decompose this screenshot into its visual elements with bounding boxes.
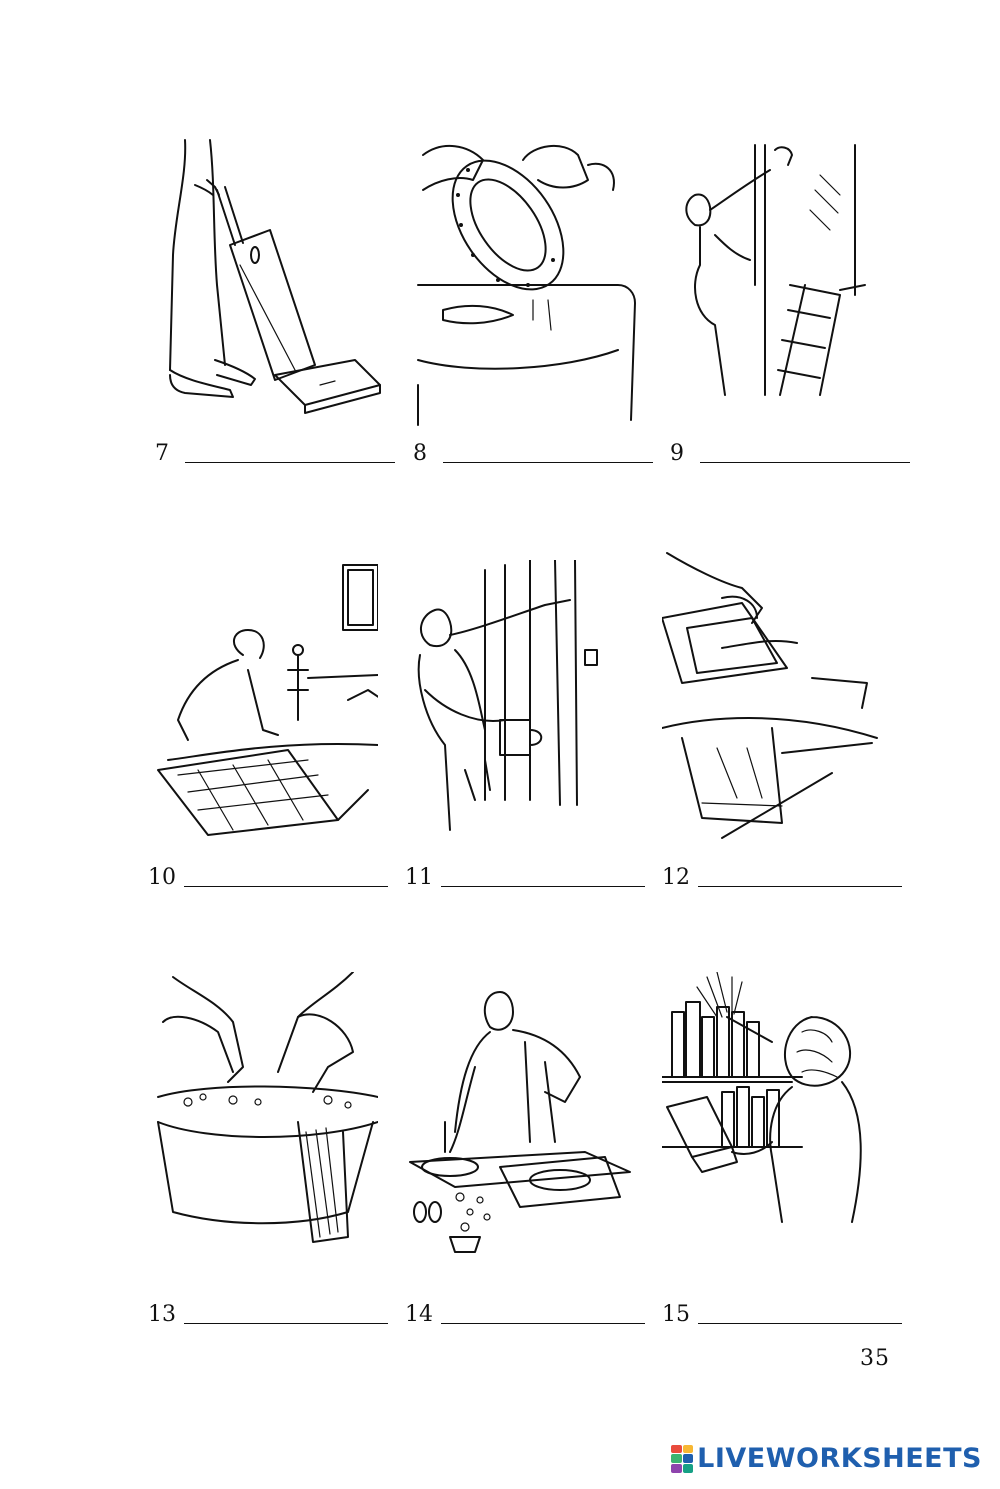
painting-wall-icon — [405, 559, 635, 860]
mark-block — [671, 1444, 682, 1454]
answer-blank[interactable] — [698, 886, 902, 887]
answer-blank[interactable] — [441, 886, 645, 887]
mark-block — [682, 1463, 694, 1473]
mark-block — [682, 1454, 694, 1463]
exercise-number: 7 — [155, 441, 169, 466]
exercise-number: 10 — [148, 865, 176, 890]
mark-block — [682, 1444, 694, 1454]
page-number: 35 — [860, 1346, 890, 1371]
exercise-number: 14 — [405, 1302, 433, 1327]
exercise-number: 9 — [670, 441, 684, 466]
answer-blank[interactable] — [700, 462, 910, 463]
exercise-number: 15 — [662, 1302, 690, 1327]
setting-table-icon — [405, 972, 635, 1272]
answer-blank[interactable] — [441, 1323, 645, 1324]
answer-blank[interactable] — [185, 462, 395, 463]
answer-blank[interactable] — [443, 462, 653, 463]
making-bed-icon — [148, 560, 384, 860]
ironing-icon — [661, 548, 892, 848]
exercise-number: 13 — [148, 1302, 176, 1327]
answer-blank[interactable] — [698, 1323, 902, 1324]
mark-block — [671, 1463, 682, 1473]
dusting-shelves-icon — [661, 971, 892, 1272]
mark-block — [671, 1454, 682, 1463]
liveworksheets-logo[interactable]: LIVEWORKSHEETS — [671, 1443, 982, 1474]
exercise-number: 8 — [413, 441, 427, 466]
vacuum-cleaning-icon — [155, 135, 385, 435]
answer-blank[interactable] — [184, 1323, 388, 1324]
brand-name: LIVEWORKSHEETS — [697, 1443, 982, 1474]
liveworksheets-mark-icon — [671, 1444, 694, 1473]
hand-washing-clothes-icon — [148, 971, 379, 1272]
answer-blank[interactable] — [184, 886, 388, 887]
washing-dishes-icon — [413, 135, 643, 435]
exercise-number: 11 — [405, 865, 433, 890]
washing-windows-icon — [670, 135, 900, 435]
exercise-number: 12 — [662, 865, 690, 890]
